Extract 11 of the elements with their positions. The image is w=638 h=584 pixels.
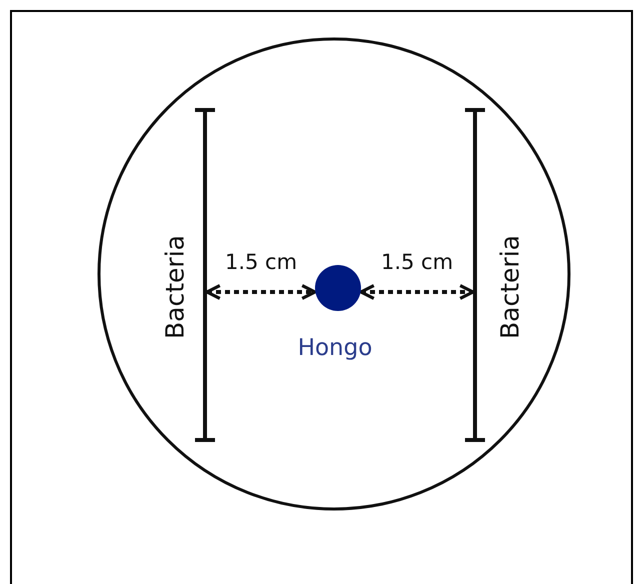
bacteria-streak (463, 108, 487, 442)
bacteria-streak (193, 108, 217, 442)
arrow (359, 284, 475, 300)
edge-label: 1.5 cm (380, 250, 454, 274)
bacteria-label: Bacteria (496, 235, 524, 339)
edge-label: 1.5 cm (224, 250, 298, 274)
bacteria-label: Bacteria (160, 235, 190, 339)
petri-dish (97, 38, 571, 510)
arrow (205, 284, 317, 300)
fungus-label: Hongo (298, 335, 372, 361)
fungus-colony (315, 265, 361, 311)
